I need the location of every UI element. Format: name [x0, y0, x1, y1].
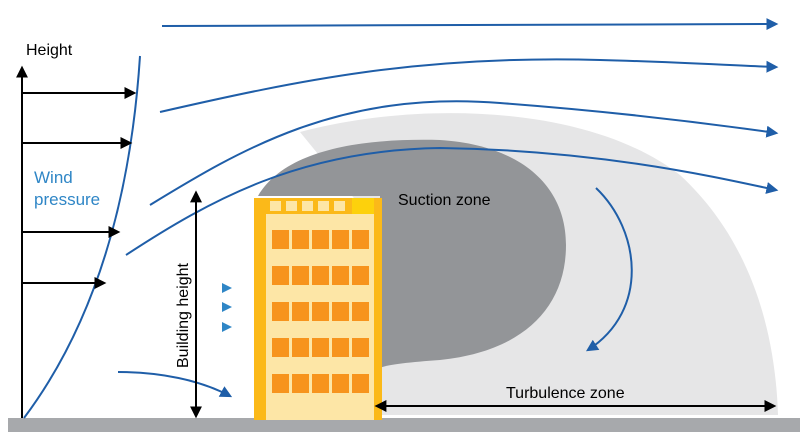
wind-pressure-label-line2: pressure [34, 190, 100, 209]
building-window [352, 266, 369, 285]
building-window [352, 302, 369, 321]
building-window [352, 230, 369, 249]
streamline [125, 146, 779, 256]
building-window [332, 374, 349, 393]
wind-pressure-profile [16, 55, 141, 419]
pressure-curve [23, 55, 141, 419]
building-window [272, 338, 289, 357]
building-window [312, 266, 329, 285]
height-axis-label: Height [26, 42, 73, 59]
ground [8, 418, 800, 432]
suction-zone-shape [258, 139, 566, 368]
streamlines [117, 18, 779, 398]
building-window [272, 230, 289, 249]
wind-pressure-label-line1: Wind [34, 168, 73, 187]
building-window [292, 374, 309, 393]
streamline [161, 18, 779, 31]
inflow-arrow [117, 371, 233, 398]
building-window [312, 338, 329, 357]
streamline [149, 100, 779, 206]
building-window [332, 302, 349, 321]
building-window [312, 302, 329, 321]
suction-zone-label: Suction zone [398, 192, 491, 209]
building-window [272, 374, 289, 393]
building-window [272, 266, 289, 285]
building-window [292, 230, 309, 249]
vortex-arrow [585, 187, 633, 352]
streamline [159, 58, 779, 113]
building-window [352, 374, 369, 393]
triangle-right-icon [222, 283, 232, 332]
building [254, 198, 382, 420]
building-window [312, 230, 329, 249]
turbulence-zone-label: Turbulence zone [506, 385, 625, 402]
building-window [332, 266, 349, 285]
building-window [332, 338, 349, 357]
building-height-label: Building height [175, 262, 192, 368]
building-window [292, 338, 309, 357]
building-window [292, 302, 309, 321]
building-window [292, 266, 309, 285]
building-window [312, 374, 329, 393]
building-window [272, 302, 289, 321]
building-window [352, 338, 369, 357]
building-window [332, 230, 349, 249]
